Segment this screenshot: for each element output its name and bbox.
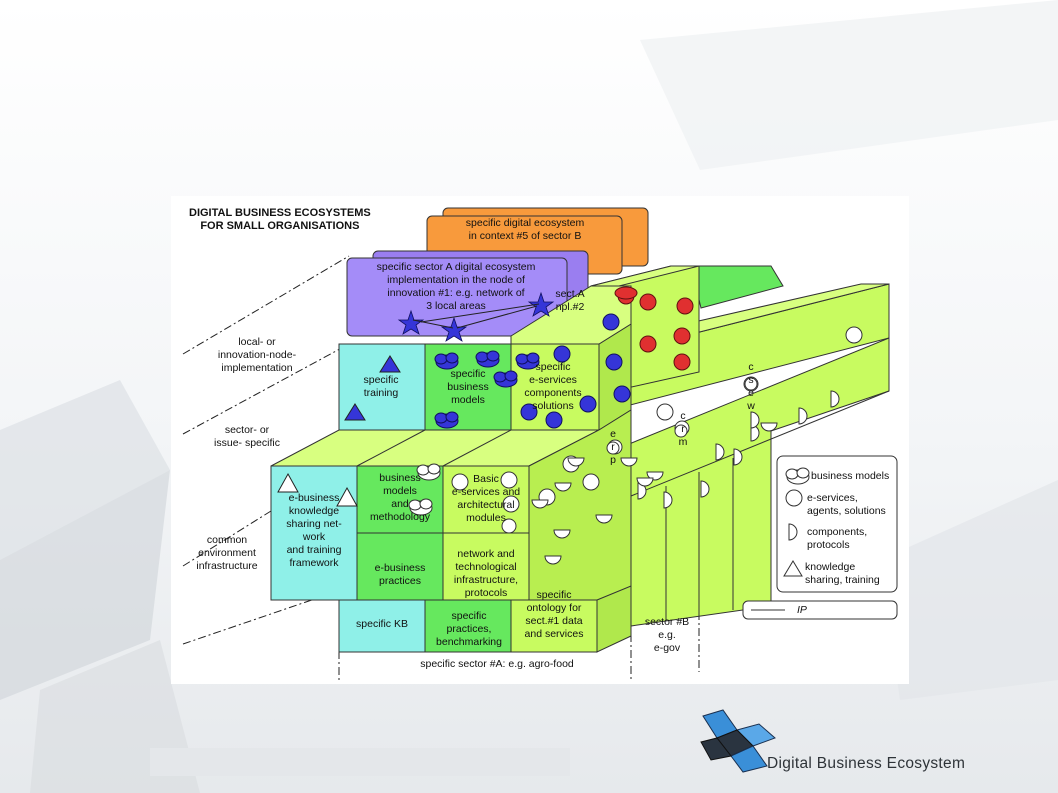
ecosystem-diagram: DIGITAL BUSINESS ECOSYSTEMS FOR SMALL OR… xyxy=(171,196,909,684)
diagram-shapes xyxy=(182,207,898,680)
card-purple-back-label: sect.A npl.#2 xyxy=(555,288,585,313)
legend-box xyxy=(776,455,898,593)
cell-basic-eservices: Basic e-services and architectural modul… xyxy=(451,473,521,524)
letters-crm: c r m xyxy=(678,410,688,448)
card-purple-front-label: specific sector A digital ecosystem impl… xyxy=(376,261,536,312)
cell-specific-training: specific training xyxy=(363,374,399,399)
letters-csew: c s e w xyxy=(747,361,755,412)
cell-ebusiness-practices: e-business practices xyxy=(374,562,426,587)
cell-specific-kb: specific KB xyxy=(356,618,408,630)
legend-ip: IP xyxy=(797,604,807,616)
blue-circle-markers xyxy=(520,313,631,429)
star-markers xyxy=(397,291,555,342)
red-circle-markers xyxy=(617,287,694,371)
brand-name: Digital Business Ecosystem xyxy=(767,755,966,772)
cell-specific-ontology: specific ontology for sect.#1 data and s… xyxy=(524,589,584,640)
half-circle-markers xyxy=(531,390,840,565)
cell-network-infrastructure: network and technological infrastructure… xyxy=(453,548,519,599)
legend-eservices: e-services, agents, solutions xyxy=(807,492,886,517)
legend-components: components, protocols xyxy=(807,526,868,551)
cell-specific-business-models: specific business models xyxy=(447,368,489,406)
cell-specific-practices: specific practices, benchmarking xyxy=(436,610,502,648)
layer-label-common: common environment infrastructure xyxy=(196,534,258,572)
cell-ebusiness-knowledge: e-business knowledge sharing net- work a… xyxy=(286,492,342,569)
ip-legend-box xyxy=(742,600,898,620)
sector-a-label: specific sector #A: e.g. agro-food xyxy=(420,658,574,670)
cell-specific-eservices: specific e-services components solutions xyxy=(524,361,582,412)
diagram-title: DIGITAL BUSINESS ECOSYSTEMS FOR SMALL OR… xyxy=(189,207,371,232)
dbe-logo-icon xyxy=(700,709,776,773)
legend-knowledge: knowledge sharing, training xyxy=(805,561,880,586)
letters-erp: e r p xyxy=(610,428,616,466)
legend-business-models: business models xyxy=(811,470,890,482)
triangle-markers xyxy=(344,355,401,421)
card-orange-label: specific digital ecosystem in context #5… xyxy=(465,217,585,242)
sector-b-label: sector #B e.g. e-gov xyxy=(644,616,690,654)
layer-label-sector: sector- or issue- specific xyxy=(214,424,280,449)
cell-business-models-methodology: business models and methodology xyxy=(369,472,431,523)
layer-label-local: local- or innovation-node- implementatio… xyxy=(217,336,297,374)
